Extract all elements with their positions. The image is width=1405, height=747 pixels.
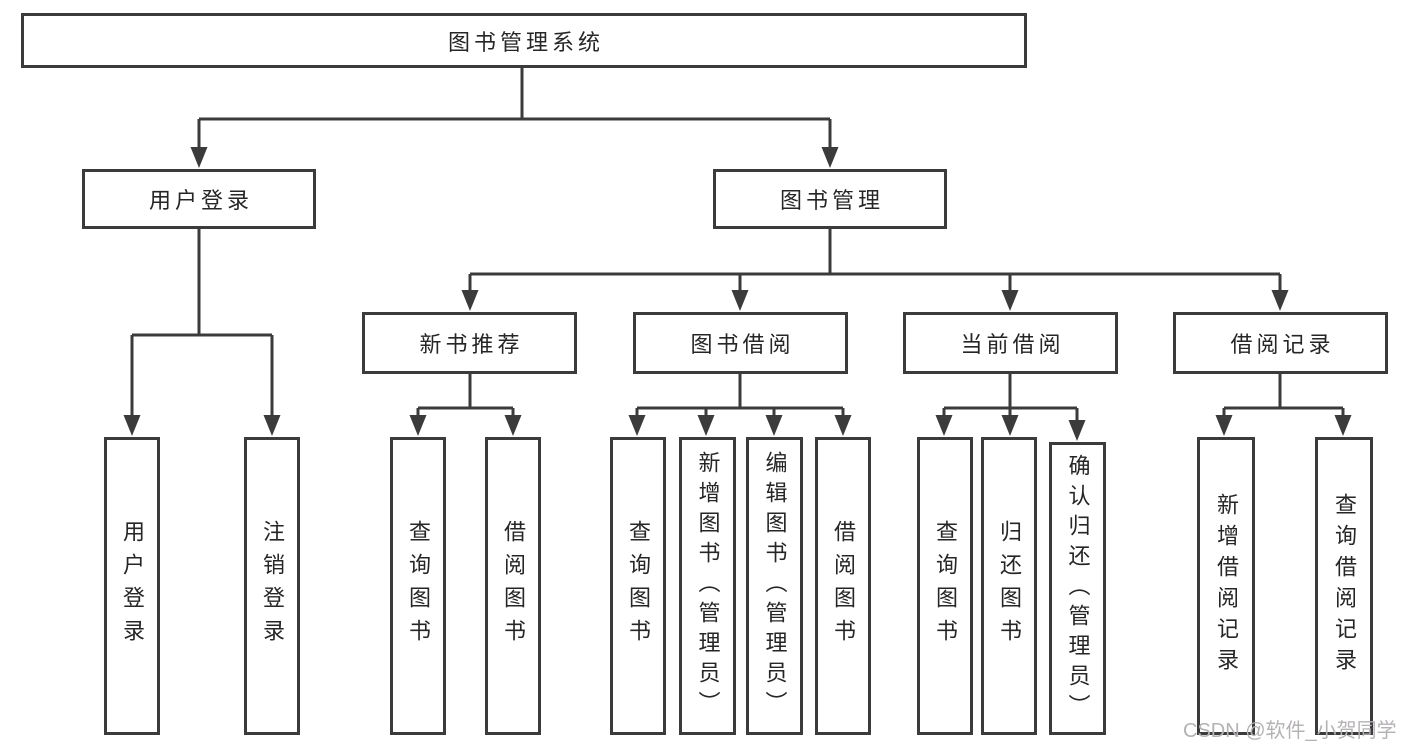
- node-user-login: 用户登录: [82, 169, 316, 229]
- leaf-add-book-admin: 新增图书（管理员）: [679, 437, 736, 735]
- leaf-add-borrow-record: 新增借阅记录: [1197, 437, 1255, 735]
- tree-edges: [130, 68, 1345, 423]
- node-borrow-records: 借阅记录: [1173, 312, 1388, 374]
- leaf-query-books-borrow: 查询图书: [610, 437, 666, 735]
- leaf-borrow-books-recommend: 借阅图书: [485, 437, 541, 735]
- node-book-borrow: 图书借阅: [633, 312, 848, 374]
- csdn-watermark: CSDN @软件_小贺同学: [1183, 720, 1397, 742]
- leaf-query-books-recommend: 查询图书: [390, 437, 446, 735]
- node-new-book-recommend: 新书推荐: [362, 312, 577, 374]
- leaf-user-login: 用户登录: [104, 437, 160, 735]
- node-current-borrow: 当前借阅: [903, 312, 1118, 374]
- arrowheads: [123, 147, 1352, 441]
- leaf-borrow-books: 借阅图书: [815, 437, 871, 735]
- leaf-query-borrow-record: 查询借阅记录: [1315, 437, 1373, 735]
- node-library-system: 图书管理系统: [21, 13, 1027, 68]
- leaf-return-books: 归还图书: [981, 437, 1037, 735]
- node-book-management: 图书管理: [713, 169, 947, 229]
- leaf-confirm-return-admin: 确认归还（管理员）: [1049, 442, 1106, 735]
- leaf-edit-book-admin: 编辑图书（管理员）: [746, 437, 803, 735]
- leaf-query-books-current: 查询图书: [917, 437, 973, 735]
- leaf-logout-login: 注销登录: [244, 437, 300, 735]
